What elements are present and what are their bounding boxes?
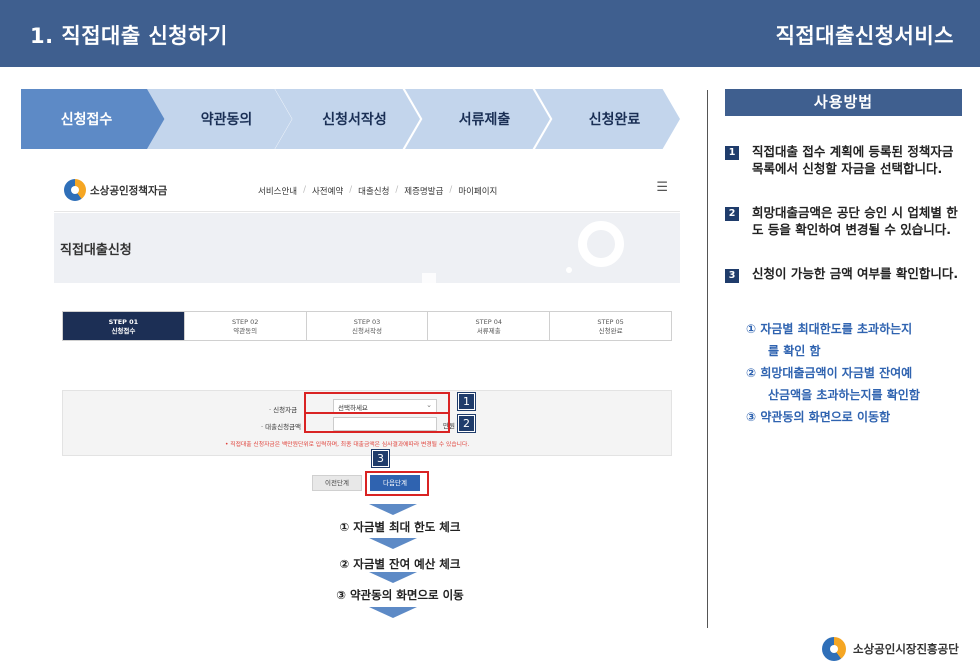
flow-step-2: ② 자금별 잔여 예산 체크 (339, 557, 461, 571)
sub-item-lead: ② 희망대출금액이 자금별 잔여예 (746, 366, 913, 380)
site-nav-menu: 서비스안내 / 사전예약 / 대출신청 / 제증명발급 / 마이페이지 (258, 185, 497, 197)
amount-label: · 대출신청금액 (261, 423, 302, 431)
chevron-down-icon: ⌄ (426, 401, 432, 409)
step-documents: 서류제출 (405, 89, 550, 149)
usage-item-2: 2 희망대출금액은 공단 승인 시 업체별 한도 등을 확인하여 변경될 수 있… (725, 204, 968, 256)
usage-item-3: 3 신청이 가능한 금액 여부를 확인합니다. (725, 266, 968, 312)
agency-logo-icon[interactable] (64, 179, 86, 201)
sub-item-lead: ③ 약관동의 화면으로 이동함 (746, 410, 891, 424)
usage-sub-item: ① 자금별 최대한도를 초과하는지 를 확인 함 (746, 318, 966, 362)
tab-step-number: STEP 03 (353, 318, 381, 326)
usage-sub-list: ① 자금별 최대한도를 초과하는지 를 확인 함 ② 희망대출금액이 자금별 잔… (746, 318, 966, 428)
usage-text: 신청이 가능한 금액 여부를 확인합니다. (752, 266, 959, 281)
usage-number: 3 (725, 269, 739, 283)
highlight-fund-select (304, 392, 450, 414)
page-title: 직접대출신청 (60, 243, 132, 258)
decorative-circle-icon (578, 221, 624, 267)
step-receipt: 신청접수 (21, 89, 166, 149)
tab-step-03: STEP 03 신청서작성 (307, 312, 429, 340)
website-capture: 소상공인정책자금 서비스안내 / 사전예약 / 대출신청 / 제증명발급 / 마이페이지… (54, 166, 680, 636)
usage-text: 직접대출 접수 계획에 등록된 정책자금 목록에서 신청할 자금을 선택합니다. (752, 144, 954, 176)
step-application: 신청서작성 (275, 89, 420, 149)
footer-org-name: 소상공인시장진흥공단 (853, 642, 959, 656)
step-terms: 약관동의 (147, 89, 292, 149)
header-bar: 1. 직접대출 신청하기 직접대출신청서비스 (0, 0, 980, 67)
tab-step-label: 신청완료 (598, 327, 623, 336)
step-label: 신청완료 (588, 112, 641, 128)
usage-number: 1 (725, 146, 739, 160)
site-step-tabs: STEP 01 신청접수 STEP 02 약관동의 STEP 03 신청서작성 … (62, 311, 672, 341)
nav-item-certificate[interactable]: 제증명발급 (404, 187, 444, 197)
sub-item-cont: 산금액을 초과하는지를 확인함 (768, 388, 920, 402)
flow-step-1: ① 자금별 최대 한도 체크 (339, 520, 461, 534)
fund-label: · 신청자금 (269, 406, 298, 414)
down-arrow-icon (369, 607, 417, 618)
tab-step-label: 신청서작성 (352, 327, 382, 336)
prev-step-button[interactable]: 이전단계 (312, 475, 362, 491)
amount-input[interactable] (333, 417, 437, 431)
loan-form: · 신청자금 선택하세요 ⌄ · 대출신청금액 만원 • 직접대출 신청자금은 … (62, 390, 672, 456)
highlight-amount-input (304, 412, 450, 433)
sub-item-lead: ① 자금별 최대한도를 초과하는지 (746, 322, 913, 336)
nav-item-service[interactable]: 서비스안내 (258, 187, 298, 197)
service-title: 직접대출신청서비스 (775, 24, 954, 48)
nav-item-mypage[interactable]: 마이페이지 (458, 187, 498, 197)
nav-separator: / (349, 185, 353, 195)
highlight-next-button (365, 471, 429, 496)
hamburger-menu-icon[interactable]: ☰ (656, 180, 668, 195)
down-arrow-icon (369, 572, 417, 583)
form-notice: • 직접대출 신청자금은 백만원단위로 입력하며, 최종 대출금액은 심사결과에… (225, 442, 470, 448)
page-banner: 직접대출신청 (54, 213, 680, 283)
flow-step-3: ③ 약관동의 화면으로 이동 (336, 588, 464, 602)
callout-number: 1 (457, 392, 476, 411)
callout-number: 2 (457, 414, 476, 433)
usage-item-1: 1 직접대출 접수 계획에 등록된 정책자금 목록에서 신청할 자금을 선택합니… (725, 143, 968, 195)
fund-select-value: 선택하세요 (338, 404, 368, 412)
process-steps: 신청접수 약관동의 신청서작성 서류제출 신청완료 (21, 89, 681, 149)
usage-number: 2 (725, 207, 739, 221)
step-complete: 신청완료 (535, 89, 680, 149)
tab-step-label: 신청접수 (111, 327, 136, 336)
tab-step-05: STEP 05 신청완료 (550, 312, 671, 340)
tab-step-label: 서류제출 (476, 327, 501, 336)
nav-separator: / (395, 185, 399, 195)
tab-step-number: STEP 05 (597, 318, 624, 326)
step-label: 약관동의 (200, 112, 253, 128)
callout-number: 3 (371, 449, 390, 468)
sub-item-cont: 를 확인 함 (768, 344, 821, 358)
tab-step-number: STEP 02 (231, 318, 259, 326)
usage-sub-item: ③ 약관동의 화면으로 이동함 (746, 406, 966, 428)
step-label: 서류제출 (458, 112, 511, 128)
tab-step-02: STEP 02 약관동의 (185, 312, 307, 340)
tab-step-04: STEP 04 서류제출 (428, 312, 551, 340)
nav-item-loan[interactable]: 대출신청 (358, 187, 390, 197)
tab-step-number: STEP 01 (108, 318, 139, 326)
footer-logo-icon (822, 637, 846, 661)
down-arrow-icon (369, 538, 417, 549)
site-navbar: 소상공인정책자금 서비스안내 / 사전예약 / 대출신청 / 제증명발급 / 마이페이지… (54, 166, 680, 212)
usage-text: 희망대출금액은 공단 승인 시 업체별 한도 등을 확인하여 변경될 수 있습니… (752, 205, 958, 237)
nav-item-reservation[interactable]: 사전예약 (311, 187, 344, 197)
decorative-dot-icon (566, 267, 572, 273)
tab-step-number: STEP 04 (475, 318, 503, 326)
tab-step-label: 약관동의 (233, 327, 258, 336)
decorative-square-icon (422, 273, 436, 283)
site-logo-text[interactable]: 소상공인정책자금 (90, 185, 168, 197)
nav-separator: / (449, 185, 453, 195)
next-step-button[interactable]: 다음단계 (370, 475, 420, 491)
step-label: 신청서작성 (322, 112, 387, 128)
down-arrow-icon (369, 504, 417, 515)
step-label: 신청접수 (60, 112, 113, 128)
tab-step-01: STEP 01 신청접수 (63, 312, 185, 340)
usage-sub-item: ② 희망대출금액이 자금별 잔여예 산금액을 초과하는지를 확인함 (746, 362, 966, 406)
slide-title: 1. 직접대출 신청하기 (30, 24, 228, 48)
nav-separator: / (303, 185, 306, 195)
vertical-divider (707, 90, 708, 628)
usage-title: 사용방법 (725, 89, 962, 116)
